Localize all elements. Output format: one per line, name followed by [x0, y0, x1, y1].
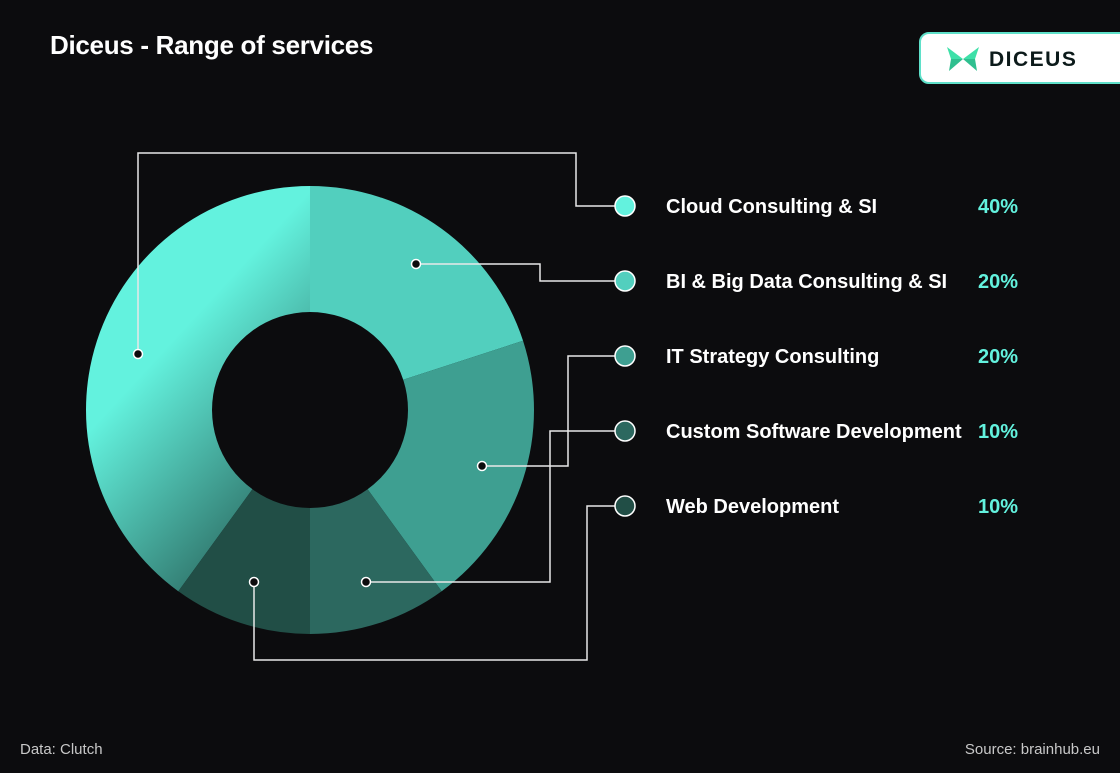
connector-dot-0: [132, 348, 144, 360]
logo-text: DICEUS: [989, 48, 1078, 71]
legend-value-2: 20%: [978, 346, 1018, 368]
connector-dot-3: [360, 576, 372, 588]
connector-line-4: [253, 505, 625, 661]
legend-marker-2: [614, 345, 636, 367]
legend-value-0: 40%: [978, 196, 1018, 218]
legend-label-3: Custom Software Development: [666, 421, 962, 443]
legend-value-4: 10%: [978, 496, 1018, 518]
slice-shading: [85, 186, 310, 592]
connector-line-0: [137, 152, 625, 354]
connector-dot-1: [410, 258, 422, 270]
slice-1: [310, 186, 524, 380]
legend-marker-4: [614, 495, 636, 517]
legend-marker-0: [614, 195, 636, 217]
legend-label-0: Cloud Consulting & SI: [666, 196, 877, 218]
legend-marker-3: [614, 420, 636, 442]
connector-line-2: [482, 355, 625, 467]
slice-2: [367, 340, 535, 592]
diceus-logo: DICEUS: [919, 32, 1120, 84]
connector-line-1: [416, 263, 625, 282]
legend-value-3: 10%: [978, 421, 1018, 443]
slice-3: [310, 489, 442, 634]
slice-4: [178, 489, 310, 634]
connector-dot-4: [248, 576, 260, 588]
connector-dot-2: [476, 460, 488, 472]
legend-label-2: IT Strategy Consulting: [666, 346, 879, 368]
connector-line-3: [366, 430, 625, 583]
butterfly-icon: [947, 47, 979, 71]
legend-label-1: BI & Big Data Consulting & SI: [666, 271, 947, 293]
chart-title: Diceus - Range of services: [50, 30, 374, 60]
legend-label-4: Web Development: [666, 496, 839, 518]
legend-value-1: 20%: [978, 271, 1018, 293]
data-source-note: Data: Clutch: [20, 741, 103, 758]
source-note: Source: brainhub.eu: [964, 741, 1100, 758]
legend-marker-1: [614, 270, 636, 292]
